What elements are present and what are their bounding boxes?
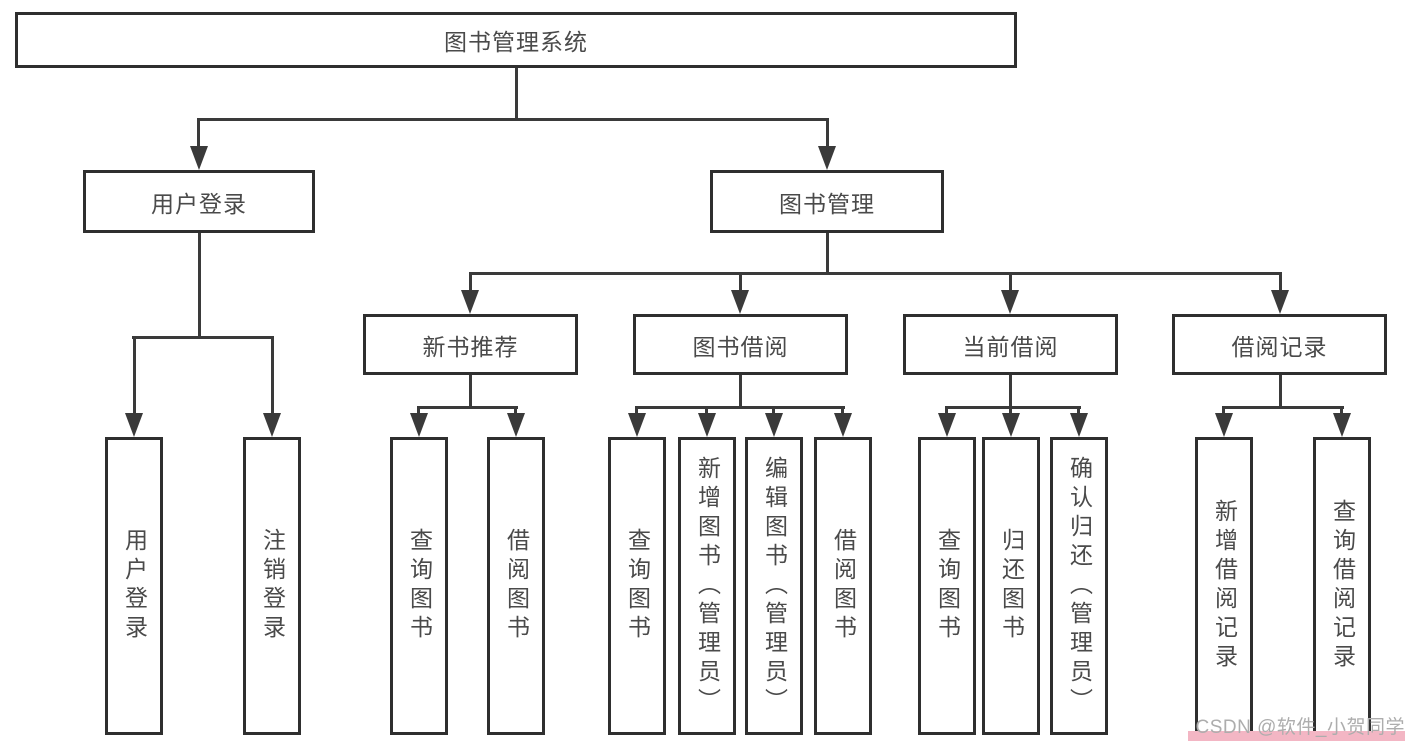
arrow-down-icon bbox=[765, 413, 783, 437]
arrow-down-icon bbox=[1271, 290, 1289, 314]
connector-line bbox=[739, 375, 742, 408]
connector-line bbox=[635, 406, 845, 409]
arrow-down-icon bbox=[818, 146, 836, 170]
connector-line bbox=[772, 406, 775, 416]
connector-line bbox=[469, 375, 472, 408]
connector-line bbox=[826, 233, 829, 274]
leaf-add-books-admin: 新增图书（管理员） bbox=[678, 437, 736, 735]
arrow-down-icon bbox=[1333, 413, 1351, 437]
connector-line bbox=[197, 118, 200, 150]
arrow-down-icon bbox=[834, 413, 852, 437]
connector-line bbox=[417, 406, 420, 416]
leaf-label: 查询图书 bbox=[934, 528, 961, 644]
leaf-label: 用户登录 bbox=[121, 528, 148, 644]
leaf-logout: 注销登录 bbox=[243, 437, 301, 735]
leaf-add-borrow-record: 新增借阅记录 bbox=[1195, 437, 1253, 735]
arrow-down-icon bbox=[731, 290, 749, 314]
arrow-down-icon bbox=[507, 413, 525, 437]
connector-line bbox=[739, 272, 742, 292]
connector-line bbox=[1279, 272, 1282, 292]
connector-line bbox=[1340, 406, 1343, 416]
connector-line bbox=[197, 118, 829, 121]
leaf-borrow-books-recommend: 借阅图书 bbox=[487, 437, 545, 735]
connector-line bbox=[705, 406, 708, 416]
connector-line bbox=[417, 406, 518, 409]
leaf-label: 新增借阅记录 bbox=[1211, 499, 1238, 673]
leaf-query-books-current: 查询图书 bbox=[918, 437, 976, 735]
leaf-query-books-recommend: 查询图书 bbox=[390, 437, 448, 735]
arrow-down-icon bbox=[263, 413, 281, 437]
arrow-down-icon bbox=[1070, 413, 1088, 437]
node-user-login: 用户登录 bbox=[83, 170, 315, 233]
node-book-borrow: 图书借阅 bbox=[633, 314, 848, 375]
leaf-query-books-borrow: 查询图书 bbox=[608, 437, 666, 735]
leaf-label: 查询图书 bbox=[624, 528, 651, 644]
node-borrow-records: 借阅记录 bbox=[1172, 314, 1387, 375]
connector-line bbox=[469, 272, 1282, 275]
connector-line bbox=[515, 68, 518, 119]
connector-line bbox=[1009, 406, 1012, 416]
leaf-user-login: 用户登录 bbox=[105, 437, 163, 735]
connector-line bbox=[841, 406, 844, 416]
leaf-label: 借阅图书 bbox=[830, 528, 857, 644]
connector-line bbox=[133, 336, 136, 415]
leaf-label: 编辑图书（管理员） bbox=[761, 455, 788, 717]
connector-line bbox=[945, 406, 1081, 409]
node-root: 图书管理系统 bbox=[15, 12, 1017, 68]
node-new-book-recommend: 新书推荐 bbox=[363, 314, 578, 375]
connector-line bbox=[1009, 272, 1012, 292]
leaf-query-borrow-record: 查询借阅记录 bbox=[1313, 437, 1371, 735]
arrow-down-icon bbox=[938, 413, 956, 437]
connector-line bbox=[1222, 406, 1225, 416]
leaf-label: 新增图书（管理员） bbox=[694, 455, 721, 717]
connector-line bbox=[1009, 375, 1012, 408]
arrow-down-icon bbox=[1001, 290, 1019, 314]
connector-line bbox=[1077, 406, 1080, 416]
arrow-down-icon bbox=[190, 146, 208, 170]
connector-line bbox=[514, 406, 517, 416]
leaf-label: 归还图书 bbox=[998, 528, 1025, 644]
connector-line bbox=[635, 406, 638, 416]
connector-line bbox=[469, 272, 472, 292]
leaf-borrow-books: 借阅图书 bbox=[814, 437, 872, 735]
leaf-label: 借阅图书 bbox=[503, 528, 530, 644]
arrow-down-icon bbox=[410, 413, 428, 437]
leaf-return-books: 归还图书 bbox=[982, 437, 1040, 735]
node-book-management: 图书管理 bbox=[710, 170, 944, 233]
leaf-label: 确认归还（管理员） bbox=[1066, 455, 1093, 717]
connector-line bbox=[1279, 375, 1282, 408]
leaf-label: 查询图书 bbox=[406, 528, 433, 644]
connector-line bbox=[1222, 406, 1344, 409]
leaf-edit-books-admin: 编辑图书（管理员） bbox=[745, 437, 803, 735]
connector-line bbox=[198, 233, 201, 338]
arrow-down-icon bbox=[1215, 413, 1233, 437]
arrow-down-icon bbox=[461, 290, 479, 314]
arrow-down-icon bbox=[698, 413, 716, 437]
node-current-borrow: 当前借阅 bbox=[903, 314, 1118, 375]
arrow-down-icon bbox=[1002, 413, 1020, 437]
arrow-down-icon bbox=[628, 413, 646, 437]
connector-line bbox=[271, 336, 274, 415]
arrow-down-icon bbox=[125, 413, 143, 437]
connector-line bbox=[132, 336, 274, 339]
leaf-confirm-return-admin: 确认归还（管理员） bbox=[1050, 437, 1108, 735]
connector-line bbox=[826, 118, 829, 150]
leaf-label: 查询借阅记录 bbox=[1329, 499, 1356, 673]
watermark-highlight-bar bbox=[1188, 731, 1405, 741]
watermark: CSDN @软件_小贺同学 bbox=[1195, 717, 1405, 738]
leaf-label: 注销登录 bbox=[259, 528, 286, 644]
connector-line bbox=[945, 406, 948, 416]
